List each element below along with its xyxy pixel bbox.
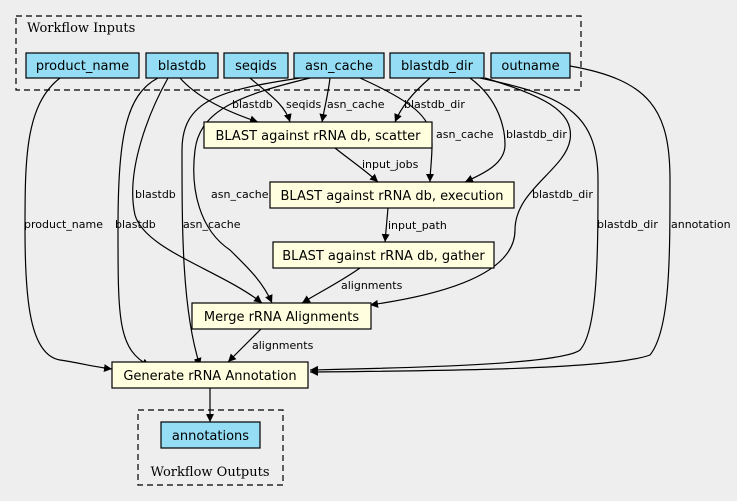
edge-blastdb-dir-to-generate [309, 77, 599, 374]
node-blast-execution-label: BLAST against rRNA db, execution [281, 189, 504, 204]
workflow-inputs-cluster: Workflow Inputs [15, 15, 582, 91]
edge-label-blastdb-dir-merge: blastdb_dir [532, 188, 593, 201]
node-asn-cache-label: asn_cache [305, 59, 373, 74]
node-asn-cache[interactable]: asn_cache [293, 52, 385, 79]
node-seqids-label: seqids [235, 59, 277, 74]
edge-blastdb-to-scatter [179, 77, 259, 124]
node-blast-gather[interactable]: BLAST against rRNA db, gather [272, 241, 495, 269]
edge-label-blastdb-scatter: blastdb [232, 98, 273, 111]
edge-label-blastdb-dir-execution: blastdb_dir [506, 128, 567, 141]
edge-label-asn-cache-execution: asn_cache [436, 128, 494, 141]
edge-label-blastdb-dir-scatter: blastdb_dir [404, 98, 465, 111]
node-product-name-label: product_name [36, 59, 129, 74]
step-nodes: BLAST against rRNA db, scatter BLAST aga… [111, 121, 515, 389]
edge-label-asn-cache-merge: asn_cache [211, 188, 269, 201]
node-blastdb[interactable]: blastdb [145, 52, 219, 79]
node-blastdb-label: blastdb [158, 59, 206, 74]
node-blast-gather-label: BLAST against rRNA db, gather [282, 249, 485, 264]
edge-label-input-path: input_path [388, 219, 447, 232]
edge-gather-to-merge [301, 267, 361, 304]
input-nodes: product_name blastdb seqids asn_cache bl… [25, 52, 571, 79]
edge-asn-cache-to-merge [193, 77, 311, 304]
edge-label-blastdb-merge: blastdb [135, 188, 176, 201]
edge-label-asn-cache-scatter: asn_cache [327, 98, 385, 111]
edge-outname-to-generate [309, 65, 671, 376]
edge-blastdb-dir-to-execution [464, 77, 506, 183]
node-generate-annotation-label: Generate rRNA Annotation [123, 369, 296, 384]
edge-label-seqids-scatter: seqids [286, 98, 322, 111]
node-blast-execution[interactable]: BLAST against rRNA db, execution [269, 181, 515, 209]
node-generate-annotation[interactable]: Generate rRNA Annotation [111, 361, 309, 389]
edge-blastdb-to-generate [117, 77, 159, 367]
node-merge-alignments[interactable]: Merge rRNA Alignments [191, 302, 372, 330]
edge-seqids-to-scatter [249, 77, 292, 123]
node-annotations-label: annotations [172, 429, 249, 444]
edge-label-blastdb-generate: blastdb [115, 218, 156, 231]
node-outname[interactable]: outname [490, 52, 571, 79]
node-merge-alignments-label: Merge rRNA Alignments [204, 310, 359, 325]
edge-merge-to-generate [227, 327, 263, 363]
edge-label-asn-cache-generate: asn_cache [183, 218, 241, 231]
edge-labels: product_name blastdb blastdb blastdb seq… [24, 98, 731, 352]
node-annotations[interactable]: annotations [160, 421, 261, 449]
edge-label-outname-generate: annotation [671, 218, 731, 231]
edge-scatter-to-execution [334, 147, 379, 183]
node-product-name[interactable]: product_name [25, 52, 140, 79]
edge-blastdb-dir-to-scatter [394, 77, 431, 123]
node-blast-scatter-label: BLAST against rRNA db, scatter [215, 129, 421, 144]
edge-blastdb-dir-to-merge [369, 77, 572, 308]
node-seqids[interactable]: seqids [223, 52, 289, 79]
node-outname-label: outname [501, 59, 559, 74]
edge-blastdb-to-merge [132, 77, 263, 304]
edge-label-product-name: product_name [24, 218, 103, 231]
node-blastdb-dir-label: blastdb_dir [401, 59, 474, 74]
node-blastdb-dir[interactable]: blastdb_dir [389, 52, 485, 79]
edge-execution-to-gather [381, 207, 390, 243]
edge-asn-cache-to-scatter [319, 77, 331, 123]
edge-label-blastdb-dir-generate: blastdb_dir [597, 218, 658, 231]
edge-label-input-jobs: input_jobs [362, 158, 419, 171]
edge-label-gather-alignments: alignments [341, 279, 403, 292]
edge-asn-cache-to-generate [181, 77, 301, 367]
edge-label-merge-alignments: alignments [252, 339, 314, 352]
workflow-inputs-label: Workflow Inputs [27, 21, 135, 36]
workflow-outputs-label: Workflow Outputs [151, 465, 270, 480]
edge-product-name-to-generate [24, 77, 113, 373]
node-blast-scatter[interactable]: BLAST against rRNA db, scatter [203, 121, 433, 149]
